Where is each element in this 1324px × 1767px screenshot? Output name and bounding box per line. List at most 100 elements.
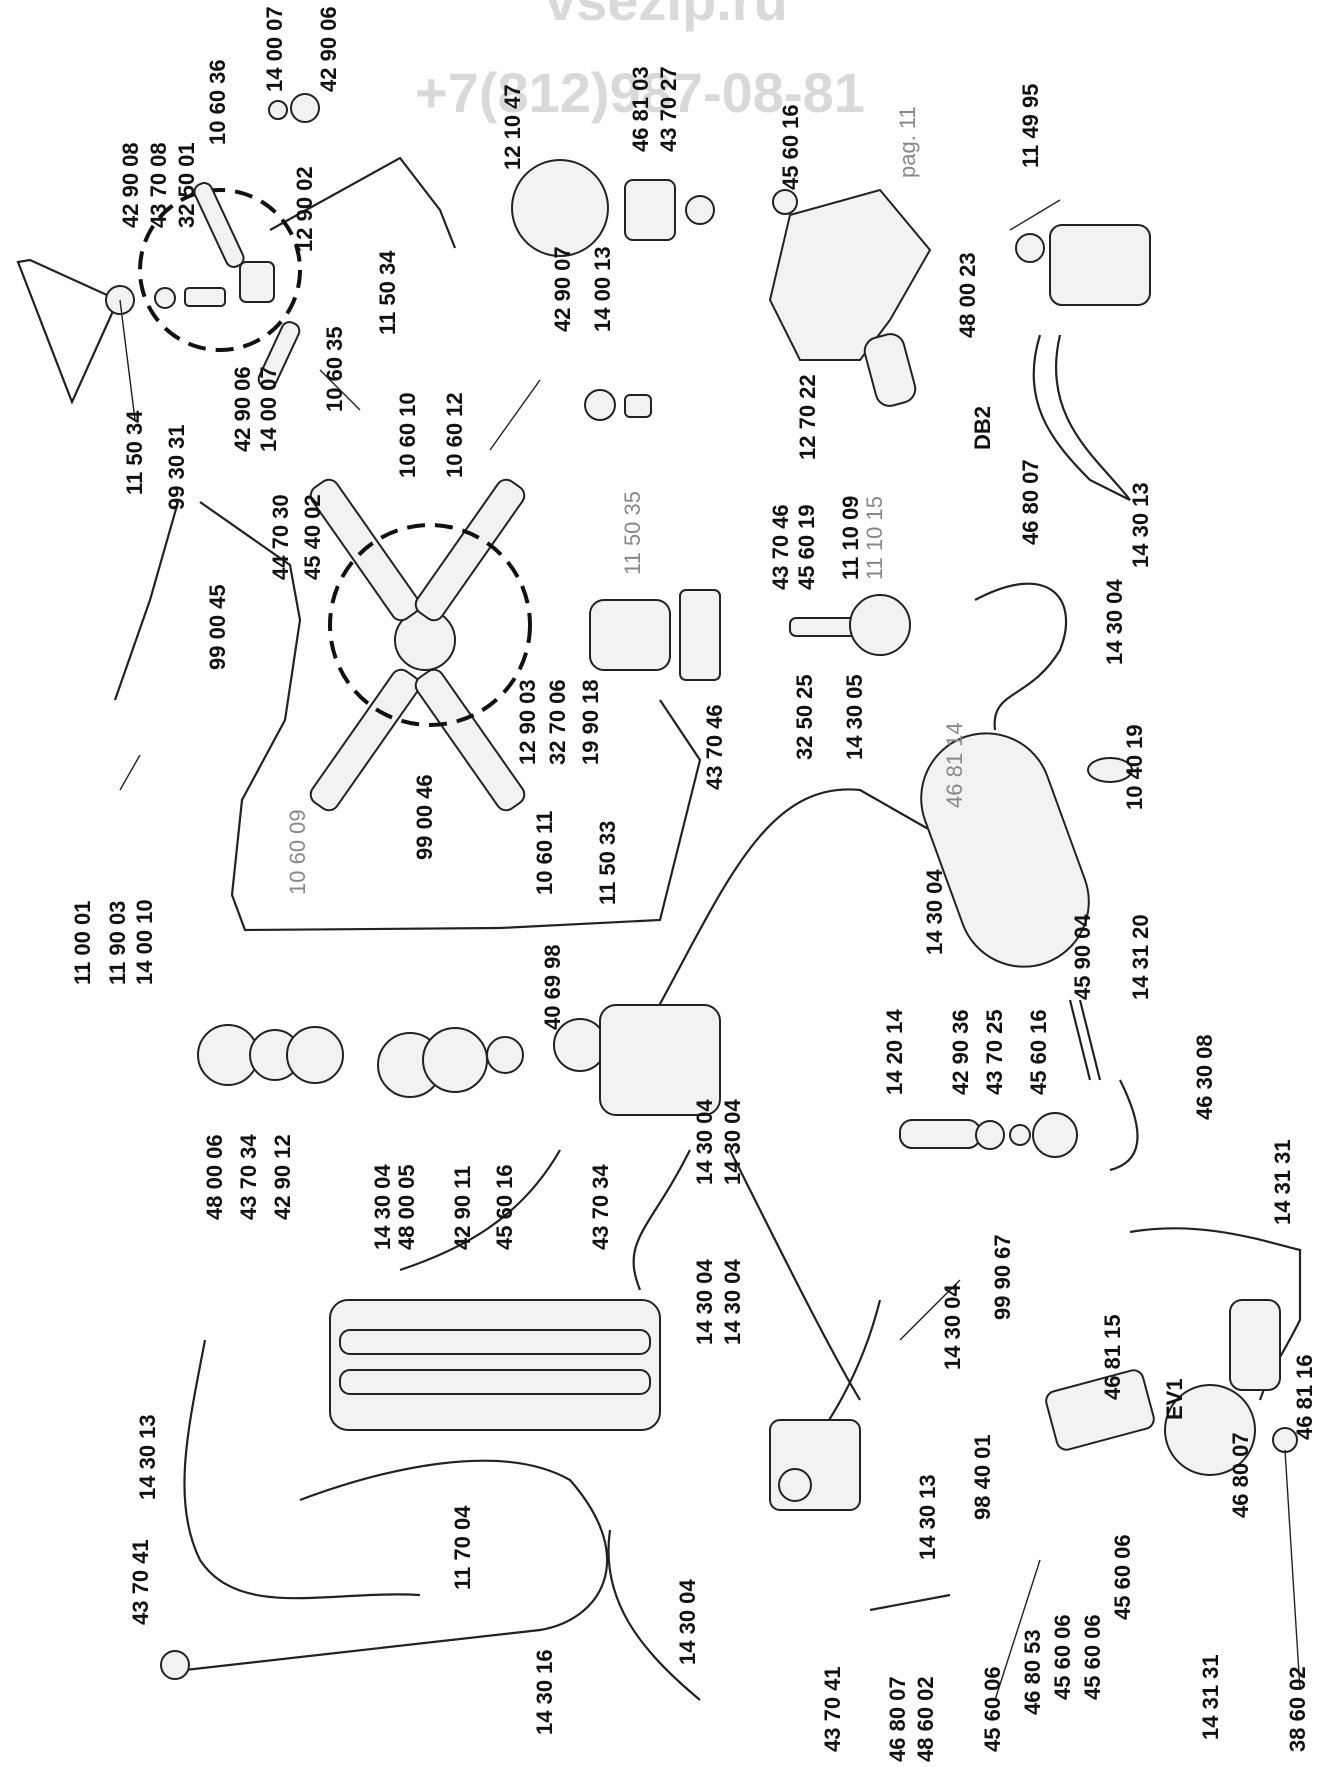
label: 43 70 46 bbox=[702, 704, 727, 790]
label: 14 31 31 bbox=[1198, 1654, 1223, 1740]
label: 14 00 13 bbox=[590, 246, 615, 332]
label: EV1 bbox=[1162, 1378, 1187, 1420]
label: 14 00 07 bbox=[256, 366, 281, 452]
hose-filter-1 bbox=[632, 1149, 691, 1291]
label: 11 50 34 bbox=[375, 250, 400, 335]
label: 32 50 25 bbox=[792, 674, 817, 760]
disc-45-60-16 bbox=[1032, 1112, 1078, 1158]
hose-14-30-13-bottom bbox=[869, 1593, 951, 1612]
label: 43 70 27 bbox=[656, 66, 681, 152]
label: 32 50 01 bbox=[174, 142, 199, 228]
label: 14 30 13 bbox=[1128, 482, 1153, 568]
label: 14 30 04 bbox=[940, 1284, 965, 1370]
label: 14 30 04 bbox=[692, 1099, 717, 1185]
label: 45 60 16 bbox=[492, 1164, 517, 1250]
label: 38 60 02 bbox=[1285, 1666, 1310, 1752]
label: 42 90 11 bbox=[450, 1166, 475, 1250]
elbow-46-30-08 bbox=[1109, 1079, 1139, 1172]
cap-12-10-47 bbox=[511, 159, 609, 257]
label: 11 00 01 bbox=[70, 901, 95, 985]
components bbox=[105, 93, 1298, 1680]
label: 46 80 07 bbox=[1228, 1432, 1253, 1518]
pump-12-70-22 bbox=[768, 188, 932, 361]
pump-outlet bbox=[863, 333, 917, 407]
nozzle-14-00-13 bbox=[624, 394, 652, 418]
hose-14-30-13-right bbox=[1032, 334, 1131, 501]
ring-43-70-25 bbox=[1009, 1124, 1031, 1146]
label: 46 30 08 bbox=[1192, 1034, 1217, 1120]
label: 98 40 01 bbox=[970, 1434, 995, 1520]
ring-43-70-27 bbox=[685, 195, 715, 225]
tee-12-90-02 bbox=[239, 261, 275, 303]
arm-10-60-35 bbox=[257, 321, 301, 389]
label: 10 60 36 bbox=[205, 59, 230, 145]
label: 42 90 36 bbox=[948, 1009, 973, 1095]
coil-14-31-31 bbox=[1164, 1384, 1256, 1476]
ring-42-90-12 bbox=[286, 1026, 344, 1084]
nut-42-90-06 bbox=[290, 93, 320, 123]
sensor-46-81-16 bbox=[1229, 1299, 1281, 1391]
pipe-left-bar bbox=[113, 501, 180, 701]
label: 48 00 05 bbox=[394, 1164, 419, 1250]
label: 48 00 06 bbox=[202, 1134, 227, 1220]
ring-45-60-16c bbox=[486, 1036, 524, 1074]
label: 42 90 12 bbox=[270, 1134, 295, 1220]
label: 32 70 06 bbox=[545, 679, 570, 765]
label: 45 40 02 bbox=[300, 494, 325, 580]
label: 46 80 07 bbox=[1018, 459, 1043, 545]
label: 11 49 95 bbox=[1018, 84, 1043, 168]
pipe-upper bbox=[269, 156, 457, 249]
label: 40 69 98 bbox=[540, 944, 565, 1030]
label: 11 50 33 bbox=[595, 821, 620, 905]
nozzle-14-00-07 bbox=[268, 100, 288, 120]
label: 14 30 16 bbox=[532, 1649, 557, 1735]
label: 42 90 06 bbox=[316, 6, 341, 92]
hoses-and-pipes bbox=[16, 156, 1302, 1701]
spray-arm-10-60-12 bbox=[414, 478, 526, 622]
label: 42 90 06 bbox=[230, 366, 255, 452]
watermark-phone: +7(812)987-08-81 bbox=[415, 61, 865, 124]
label: 10 40 19 bbox=[1122, 724, 1147, 810]
spray-arm-10-60-09 bbox=[309, 668, 421, 812]
label: 43 70 46 bbox=[768, 504, 793, 590]
label: 45 60 16 bbox=[1026, 1009, 1051, 1095]
label: 14 00 07 bbox=[262, 6, 287, 92]
label: 43 70 34 bbox=[588, 1164, 613, 1250]
motor-11-50-35 bbox=[589, 599, 671, 671]
label: 42 90 07 bbox=[550, 246, 575, 332]
label: 46 80 53 bbox=[1020, 1629, 1045, 1715]
label: 46 81 03 bbox=[628, 66, 653, 152]
label: 46 81 15 bbox=[1100, 1314, 1125, 1400]
detail-circle-hub bbox=[328, 523, 532, 727]
label: 14 31 20 bbox=[1128, 914, 1153, 1000]
label: 11 10 15 bbox=[862, 496, 887, 580]
label: 45 60 06 bbox=[1050, 1614, 1075, 1700]
box-11-49-95 bbox=[1049, 224, 1151, 306]
nut-42-90-07 bbox=[584, 389, 616, 421]
ring-45-60-16 bbox=[772, 189, 798, 215]
label: 42 90 08 bbox=[118, 142, 143, 228]
hose-14-30-16 bbox=[184, 1459, 609, 1672]
label: 46 81 16 bbox=[1292, 1354, 1317, 1440]
detail-circle-top bbox=[138, 188, 302, 352]
label: 11 50 35 bbox=[620, 491, 645, 575]
tank-10-40-19 bbox=[920, 732, 1090, 968]
label: 14 31 31 bbox=[1270, 1139, 1295, 1225]
plate-11-10-09 bbox=[849, 594, 911, 656]
radiator-tube-1 bbox=[339, 1329, 651, 1355]
part-labels: 14 00 07 42 90 06 10 60 36 42 90 08 43 7… bbox=[70, 6, 1317, 1762]
page-reference: pag. 11 bbox=[895, 106, 920, 178]
label: 14 30 04 bbox=[1102, 579, 1127, 665]
label: 48 00 23 bbox=[955, 252, 980, 338]
label: 14 30 04 bbox=[370, 1164, 395, 1250]
label: 11 90 03 bbox=[105, 901, 130, 985]
radiator-tube-2 bbox=[339, 1369, 651, 1395]
pipe-11-50-33 bbox=[499, 699, 702, 930]
radiator-11-70-04 bbox=[329, 1299, 661, 1431]
label: 99 90 67 bbox=[990, 1234, 1015, 1320]
label: 10 60 11 bbox=[532, 811, 557, 895]
nut-42-90-11 bbox=[422, 1027, 488, 1093]
label: 14 30 05 bbox=[842, 674, 867, 760]
label: 14 00 10 bbox=[132, 899, 157, 985]
